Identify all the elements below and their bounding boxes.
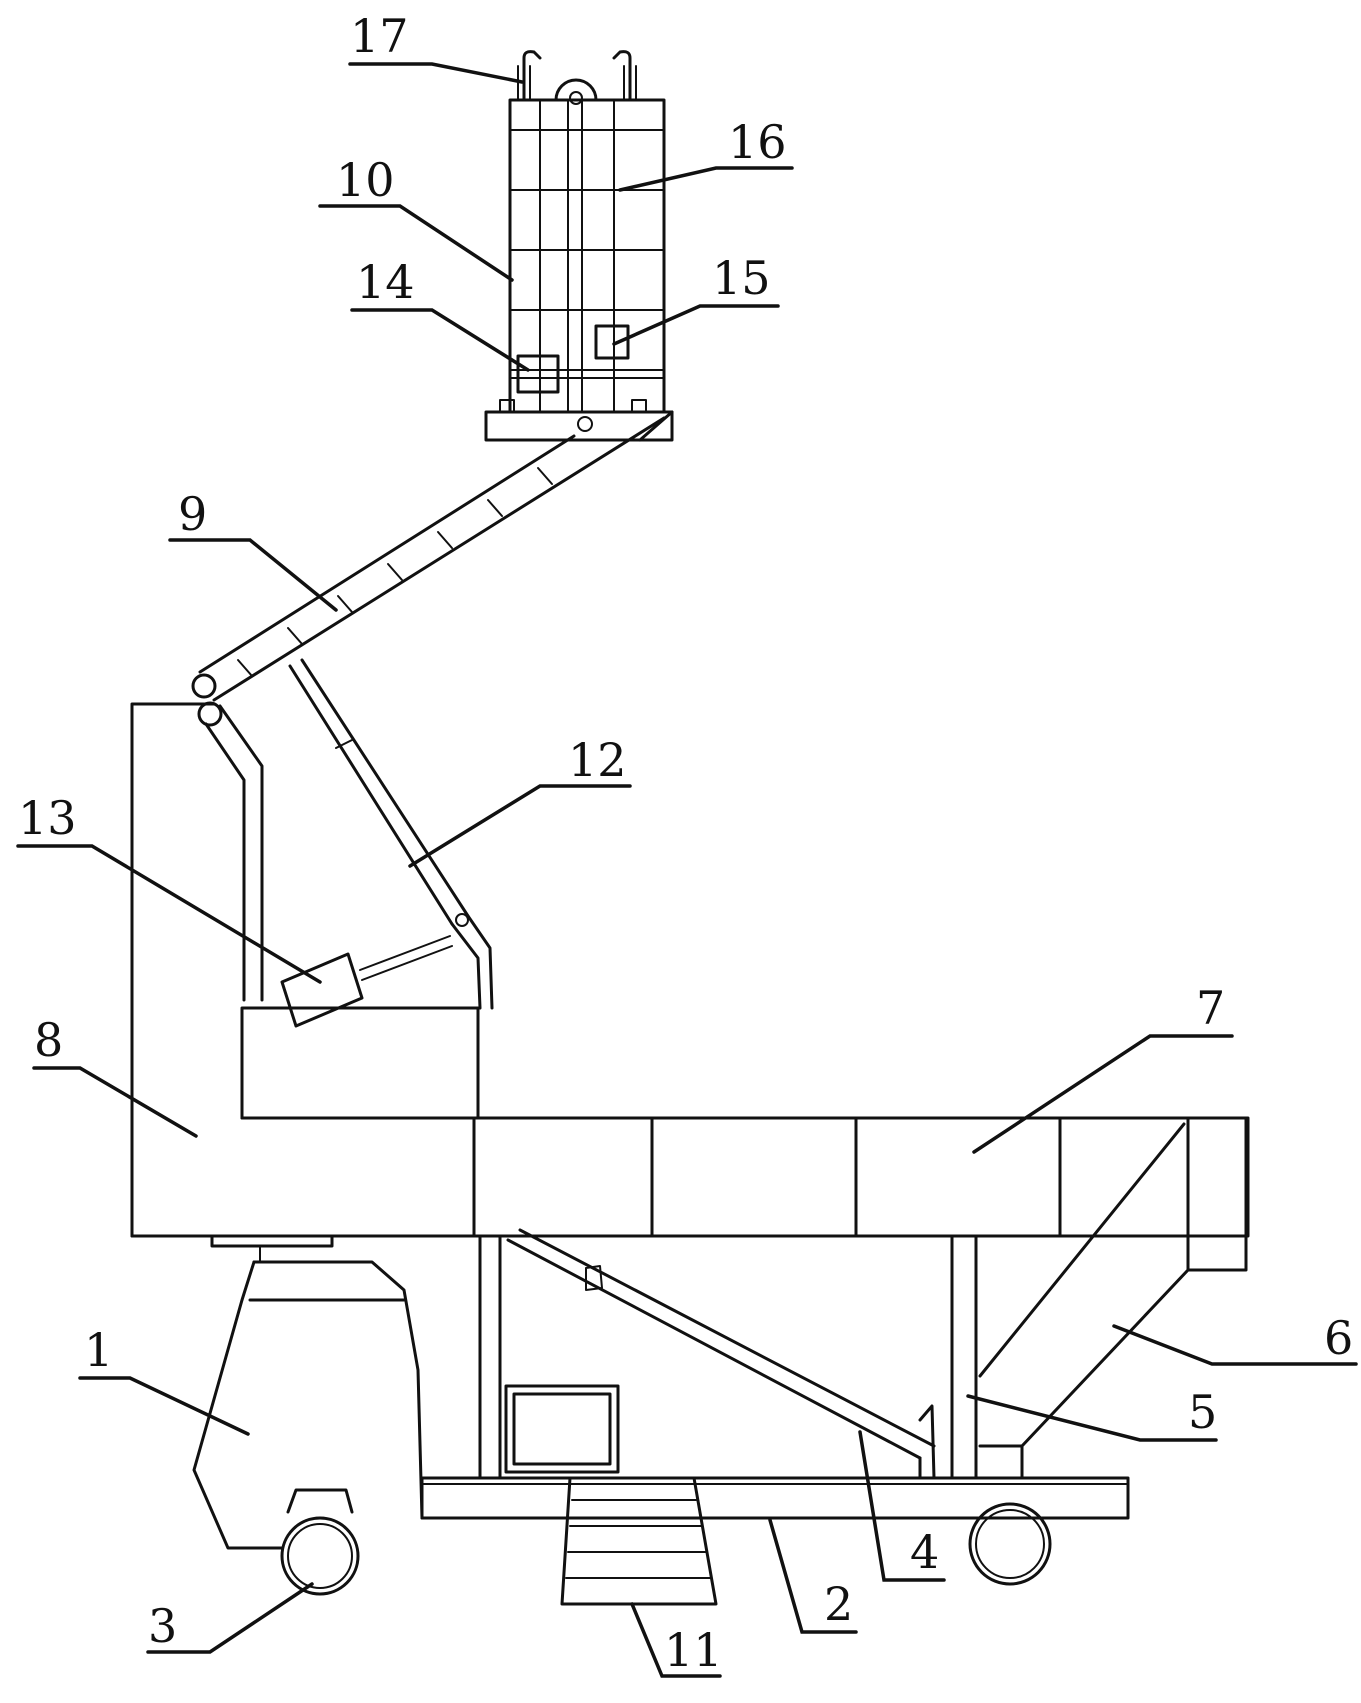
- turntable-base: [240, 1006, 480, 1120]
- support-steps: [560, 1476, 718, 1606]
- label-6: 6: [1324, 1311, 1353, 1365]
- control-box-14: [516, 354, 560, 394]
- rear-wheel: [968, 1502, 1052, 1586]
- lower-frame: [478, 1234, 620, 1480]
- label-7: 7: [1196, 981, 1225, 1035]
- label-10: 10: [336, 153, 395, 207]
- label-16: 16: [728, 115, 787, 169]
- label-5: 5: [1188, 1385, 1217, 1439]
- label-9: 9: [178, 487, 207, 541]
- conveyor-box: [472, 1116, 1250, 1272]
- label-13: 13: [18, 791, 77, 845]
- cab: [192, 1234, 424, 1550]
- label-2: 2: [824, 1577, 853, 1631]
- label-4: 4: [910, 1525, 939, 1579]
- control-box-15: [594, 324, 630, 360]
- label-3: 3: [148, 1599, 177, 1653]
- boom-cylinder: [288, 658, 494, 1010]
- inclined-conveyor: [506, 1228, 936, 1480]
- label-11: 11: [664, 1623, 723, 1677]
- support-post: [950, 1234, 978, 1480]
- label-8: 8: [34, 1013, 63, 1067]
- callout-labels: 17 16 10 14 15 9 12 13 8 7 6 5 1 3 4 11 …: [18, 9, 1353, 1677]
- label-14: 14: [356, 255, 415, 309]
- label-15: 15: [712, 251, 771, 305]
- label-17: 17: [350, 9, 409, 63]
- label-1: 1: [84, 1323, 113, 1377]
- front-wheel: [280, 1488, 360, 1596]
- control-box-13: [280, 935, 453, 1028]
- work-basket: [484, 50, 674, 442]
- leader-lines: [16, 62, 1358, 1678]
- boom-arm: [191, 416, 666, 1002]
- label-12: 12: [568, 733, 627, 787]
